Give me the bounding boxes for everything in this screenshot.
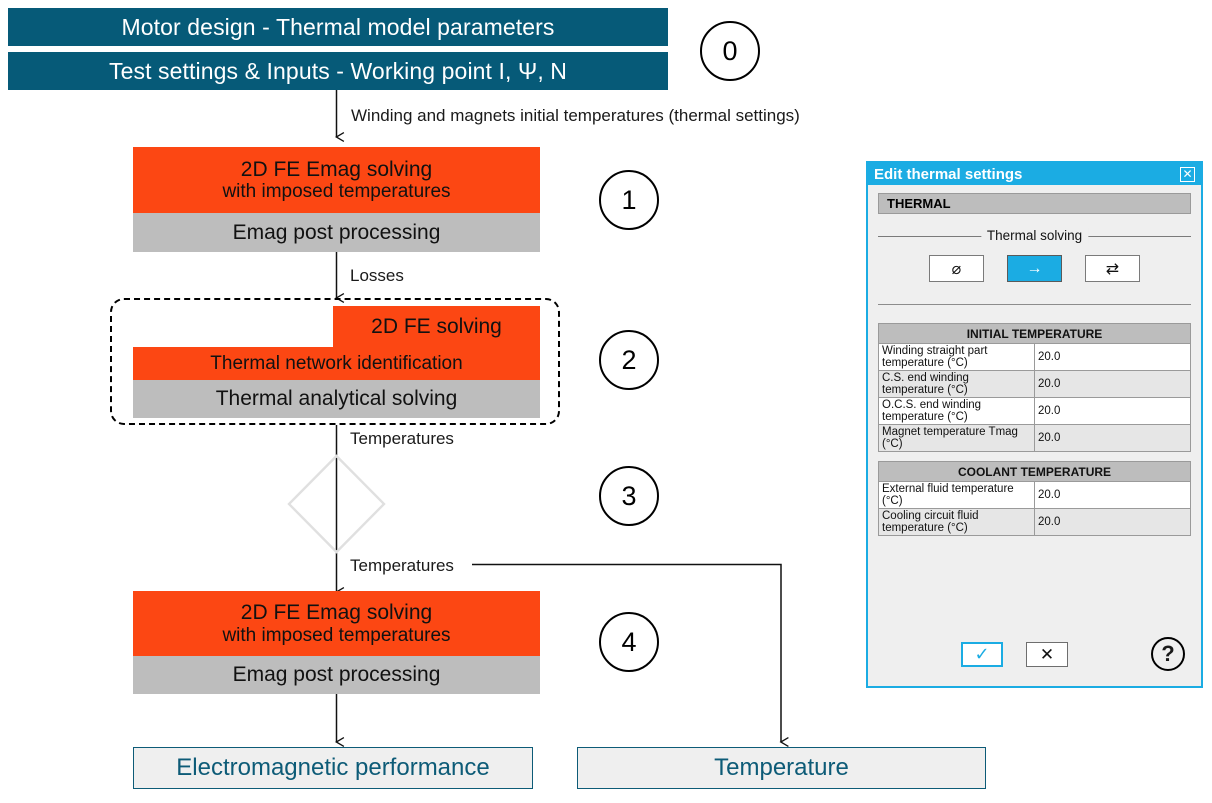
edge-label-temperatures-2: Temperatures [350, 556, 454, 575]
block-stage-2-fe-solving: 2D FE solving [333, 306, 540, 347]
dialog-title-bar: Edit thermal settings ✕ [868, 163, 1201, 185]
block-stage-1-title: 2D FE Emag solving [240, 157, 433, 181]
result-electromagnetic-performance: Electromagnetic performance [133, 747, 533, 789]
dialog-divider [878, 304, 1191, 305]
table-row: Winding straight part temperature (°C) 2… [878, 343, 1191, 371]
stage-marker-3: 3 [599, 466, 659, 526]
thermal-solving-option-no-thermal[interactable]: ⌀ [929, 255, 984, 282]
table-header-row: COOLANT TEMPERATURE [878, 461, 1191, 482]
thermal-solving-option-two-way[interactable]: ⇄ [1085, 255, 1140, 282]
bidirectional-arrow-icon: ⇄ [1105, 260, 1120, 278]
result-temperature: Temperature [577, 747, 986, 789]
block-stage-1: 2D FE Emag solving with imposed temperat… [133, 147, 540, 252]
stage-marker-3-label: 3 [621, 480, 637, 511]
question-mark-icon: ? [1161, 641, 1175, 666]
table-row: C.S. end winding temperature (°C) 20.0 [878, 370, 1191, 398]
block-stage-2-group [110, 298, 560, 425]
ok-button[interactable]: ✓ [961, 642, 1003, 667]
stage-marker-2: 2 [599, 330, 659, 390]
table-row: O.C.S. end winding temperature (°C) 20.0 [878, 397, 1191, 425]
header-motor-design-label: Motor design - Thermal model parameters [121, 13, 555, 40]
block-stage-4-postprocessing: Emag post processing [133, 656, 540, 694]
edge-label-losses: Losses [350, 266, 404, 285]
stage-marker-1: 1 [599, 170, 659, 230]
thermal-section-header: THERMAL [878, 193, 1191, 214]
header-test-settings: Test settings & Inputs - Working point I… [8, 52, 668, 90]
stage-marker-0: 0 [700, 21, 760, 81]
block-stage-4-title: 2D FE Emag solving [240, 601, 433, 625]
no-thermal-icon: ⌀ [951, 260, 962, 278]
edit-thermal-settings-dialog: Edit thermal settings ✕ THERMAL Thermal … [866, 161, 1203, 688]
thermal-solving-option-one-way[interactable]: → [1007, 255, 1062, 282]
check-icon: ✓ [974, 644, 990, 664]
table-row: Magnet temperature Tmag (°C) 20.0 [878, 424, 1191, 452]
table-header-row: INITIAL TEMPERATURE [878, 323, 1191, 344]
block-stage-2-analytical-solving: Thermal analytical solving [133, 380, 540, 418]
dialog-title-label: Edit thermal settings [874, 165, 1023, 183]
block-stage-1-subtitle: with imposed temperatures [222, 181, 451, 203]
table-row: Cooling circuit fluid temperature (°C) 2… [878, 508, 1191, 536]
dialog-footer: ✓ ✕ ? [868, 635, 1201, 680]
edge-label-temperatures-1: Temperatures [350, 429, 454, 448]
block-stage-1-postprocessing: Emag post processing [133, 213, 540, 252]
stage-marker-2-label: 2 [621, 344, 637, 375]
header-motor-design: Motor design - Thermal model parameters [8, 8, 668, 46]
decision-diamond [287, 454, 386, 554]
block-stage-4: 2D FE Emag solving with imposed temperat… [133, 591, 540, 694]
arrow-right-icon: → [1026, 259, 1043, 277]
header-test-settings-label: Test settings & Inputs - Working point I… [108, 57, 568, 84]
stage-marker-4: 4 [599, 612, 659, 672]
block-stage-4-subtitle: with imposed temperatures [222, 624, 451, 646]
thermal-solving-legend: Thermal solving [878, 228, 1191, 244]
stage-marker-0-label: 0 [722, 35, 738, 66]
table-row: External fluid temperature (°C) 20.0 [878, 481, 1191, 509]
close-icon[interactable]: ✕ [1180, 166, 1195, 182]
block-stage-1-main: 2D FE Emag solving with imposed temperat… [133, 147, 540, 213]
close-x-icon: ✕ [1039, 644, 1055, 664]
stage-marker-4-label: 4 [621, 626, 637, 657]
cancel-button[interactable]: ✕ [1026, 642, 1068, 667]
help-button[interactable]: ? [1151, 637, 1185, 671]
block-stage-4-main: 2D FE Emag solving with imposed temperat… [133, 591, 540, 656]
coolant-temperature-table: COOLANT TEMPERATURE External fluid tempe… [878, 461, 1191, 536]
stage-marker-1-label: 1 [621, 184, 637, 215]
block-stage-2-network-identification: Thermal network identification [133, 347, 540, 380]
edge-label-initial-temperatures: Winding and magnets initial temperatures… [351, 106, 800, 125]
initial-temperature-table: INITIAL TEMPERATURE Winding straight par… [878, 323, 1191, 452]
